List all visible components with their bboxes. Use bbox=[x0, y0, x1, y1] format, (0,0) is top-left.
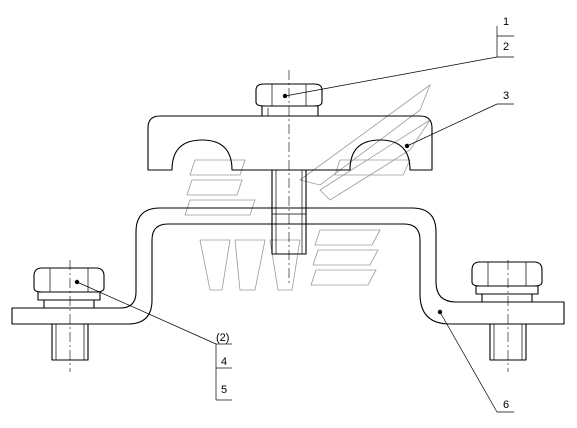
left-bolt-assembly bbox=[33, 267, 105, 361]
callout-2: 2 bbox=[503, 41, 509, 53]
center-lines bbox=[69, 70, 509, 372]
clamp-block-part-3 bbox=[147, 108, 433, 171]
callout-2-ref: (2) bbox=[216, 332, 229, 344]
callout-6: 6 bbox=[503, 399, 509, 411]
callout-3: 3 bbox=[503, 90, 509, 102]
watermark-logo bbox=[184, 83, 431, 291]
top-hex-nut bbox=[255, 83, 323, 117]
right-bolt-assembly bbox=[471, 261, 543, 361]
leader-lines bbox=[76, 26, 514, 413]
callout-1: 1 bbox=[503, 16, 509, 28]
leader-dots bbox=[74, 93, 443, 315]
bracket-part-6 bbox=[11, 207, 565, 325]
center-stud bbox=[271, 169, 307, 255]
callout-4: 4 bbox=[221, 356, 227, 368]
callout-5: 5 bbox=[221, 384, 227, 396]
